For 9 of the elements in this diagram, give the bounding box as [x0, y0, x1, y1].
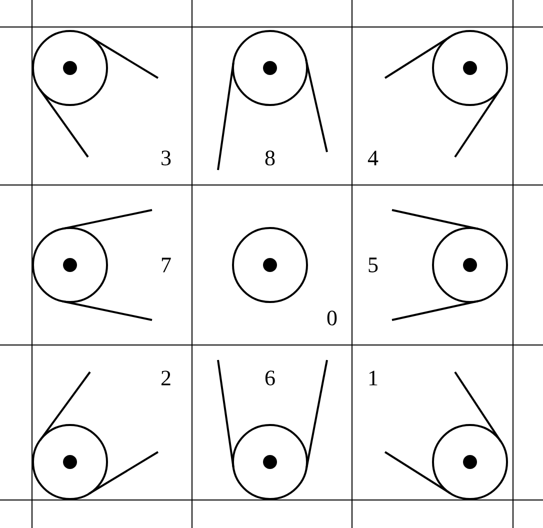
cell-number: 7: [162, 258, 171, 272]
cell-number: 4: [368, 150, 378, 166]
cell-number: 5: [368, 258, 378, 272]
cell-number: 6: [265, 370, 275, 386]
cell-number: 0: [327, 310, 337, 326]
cell-number: 3: [162, 150, 171, 166]
cell-number: 8: [265, 150, 275, 166]
cell-number: 2: [161, 370, 170, 386]
cell-number: 1: [369, 370, 378, 386]
